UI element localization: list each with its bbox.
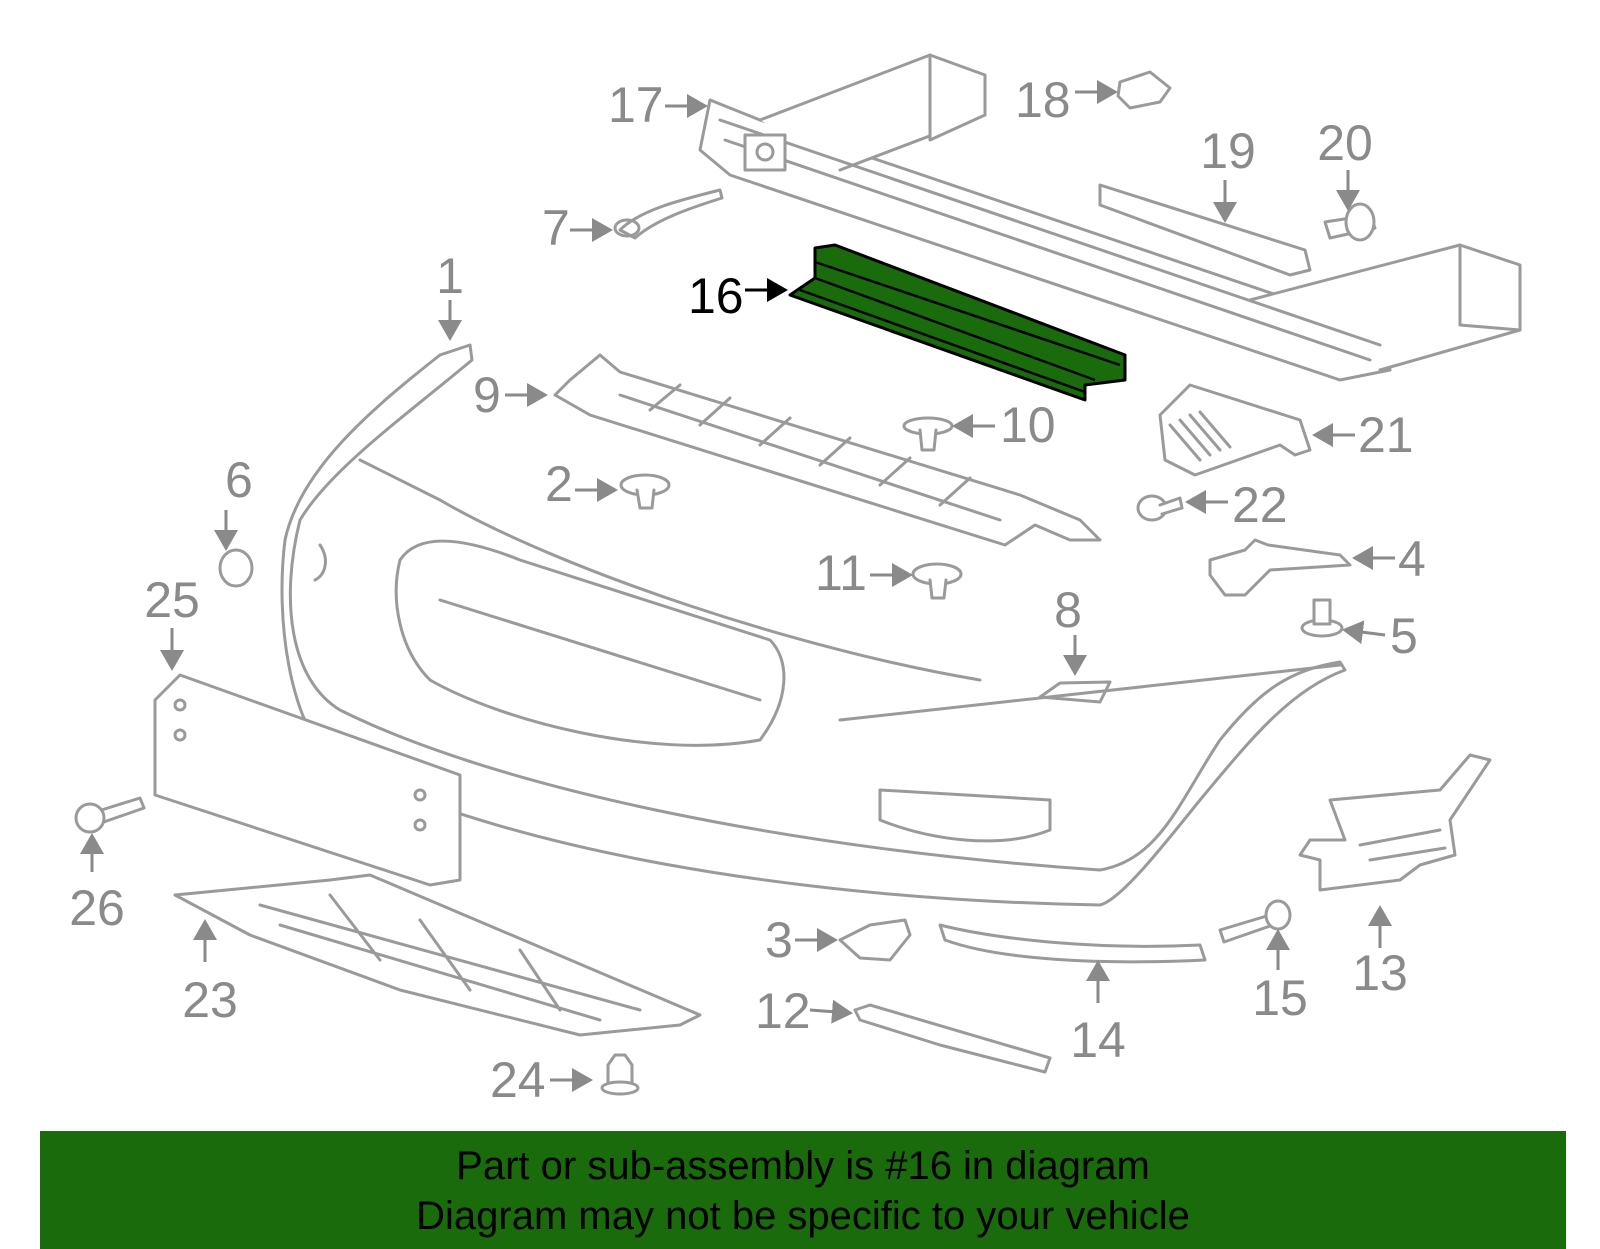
callout-14: 14 xyxy=(1070,1012,1126,1068)
part-6-cap xyxy=(218,548,254,588)
callout-16: 16 xyxy=(688,268,744,324)
callout-5: 5 xyxy=(1390,608,1418,664)
part-5-bolt xyxy=(1300,598,1344,638)
part-19-bracket xyxy=(1098,183,1312,277)
part-10-push-pin xyxy=(902,416,954,452)
part-16-energy-absorber xyxy=(788,243,1127,402)
callout-25: 25 xyxy=(144,572,200,628)
callout-24: 24 xyxy=(490,1052,546,1108)
part-9-deflector xyxy=(553,353,1102,547)
part-20-bolt xyxy=(1323,202,1377,242)
part-12-strip xyxy=(853,1003,1052,1074)
callout-19: 19 xyxy=(1200,123,1256,179)
part-3-bracket xyxy=(838,918,912,962)
part-21-air-duct xyxy=(1158,383,1312,477)
callout-8: 8 xyxy=(1054,582,1082,638)
callout-2: 2 xyxy=(545,456,573,512)
callout-7: 7 xyxy=(542,200,570,256)
callout-15: 15 xyxy=(1252,970,1308,1026)
part-11-push-pin xyxy=(911,562,963,600)
callout-22: 22 xyxy=(1232,477,1288,533)
part-17-reinforcement-bar xyxy=(698,53,1522,382)
callout-17: 17 xyxy=(608,77,664,133)
callout-20: 20 xyxy=(1317,115,1373,171)
callout-13: 13 xyxy=(1352,945,1408,1001)
callout-26: 26 xyxy=(69,880,125,936)
part-14-deflector-strip xyxy=(938,923,1207,964)
part-18-clip xyxy=(1116,70,1172,110)
callout-11: 11 xyxy=(815,545,867,601)
callout-9: 9 xyxy=(473,367,501,423)
part-13-bracket xyxy=(1298,753,1492,892)
callout-12: 12 xyxy=(755,983,811,1039)
callout-4: 4 xyxy=(1398,531,1426,587)
callout-21: 21 xyxy=(1358,407,1414,463)
callout-3: 3 xyxy=(765,912,793,968)
part-22-push-pin xyxy=(1136,494,1184,522)
callout-1: 1 xyxy=(436,248,464,304)
part-23-splash-shield xyxy=(173,873,702,1037)
part-7-tether xyxy=(618,188,724,240)
part-24-push-pin xyxy=(600,1053,640,1096)
part-25-license-bracket xyxy=(153,673,462,887)
banner-line-1: Part or sub-assembly is #16 in diagram xyxy=(456,1144,1150,1188)
callout-18: 18 xyxy=(1015,72,1071,128)
callout-10: 10 xyxy=(1000,397,1056,453)
info-banner: Part or sub-assembly is #16 in diagram D… xyxy=(40,1131,1566,1249)
banner-line-2: Diagram may not be specific to your vehi… xyxy=(416,1194,1190,1238)
callout-23: 23 xyxy=(182,972,238,1028)
part-2-push-pin xyxy=(619,473,671,510)
callout-6: 6 xyxy=(225,452,253,508)
part-26-screw xyxy=(74,796,146,834)
part-4-bracket xyxy=(1208,538,1352,597)
